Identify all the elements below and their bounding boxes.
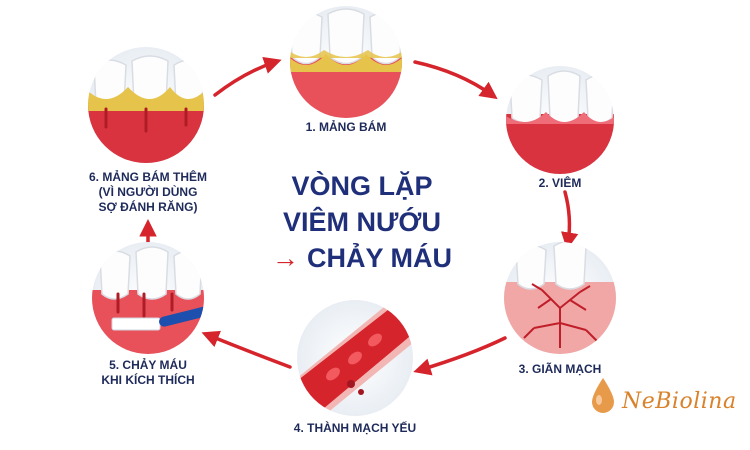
more-plaque-icon [84,47,208,173]
arrow-4-to-5 [208,335,290,367]
title-line-1: VÒNG LẶP [262,168,462,204]
inflamed-gum-icon [500,66,620,184]
step-6-label: 6. MẢNG BÁM THÊM (VÌ NGƯỜI DÙNG SỢ ĐÁNH … [78,170,218,215]
arrow-6-to-1 [215,62,275,95]
step-1-label: 1. MẢNG BÁM [296,120,396,135]
cycle-title: VÒNG LẶP VIÊM NƯỚU →CHẢY MÁU [262,168,462,276]
step-2-label: 2. VIÊM [520,176,600,191]
arrow-3-to-4 [420,338,505,370]
weak-vessel-wall-icon [285,298,425,423]
bleeding-toothbrush-icon [88,242,219,360]
step-4-label: 4. THÀNH MẠCH YẾU [285,421,425,436]
plaque-teeth-icon [286,6,406,127]
step-5-label: 5. CHẢY MÁU KHI KÍCH THÍCH [88,358,208,388]
arrow-2-to-3 [565,192,569,243]
title-line-2: VIÊM NƯỚU [262,204,462,240]
brand-name: NeBiolina [622,389,737,414]
arrow-1-to-2 [415,62,492,95]
title-arrow-icon: → [272,243,299,273]
dilated-vessels-icon [500,241,620,362]
step-3-label: 3. GIÃN MẠCH [505,362,615,377]
drop-logo-icon [588,376,618,416]
title-line-3: →CHẢY MÁU [262,240,462,276]
